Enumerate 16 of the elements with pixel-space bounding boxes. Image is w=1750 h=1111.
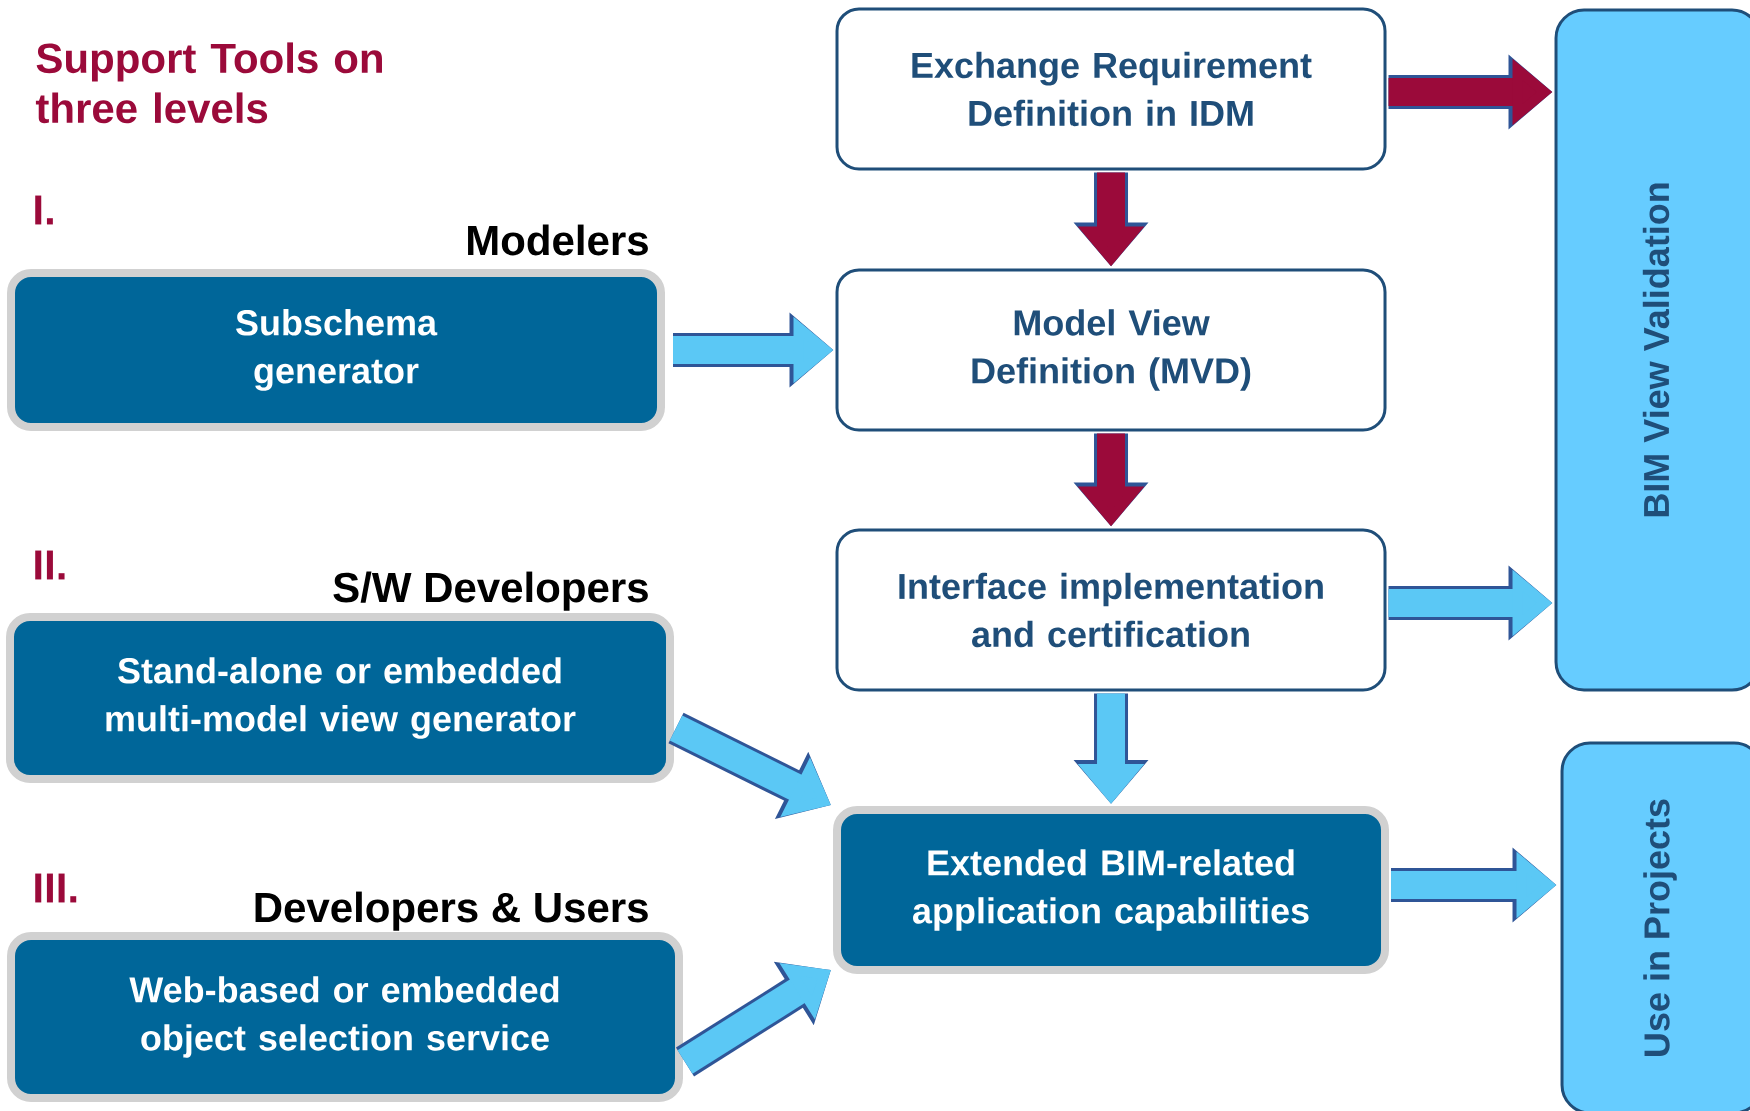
tool-box: Stand-alone or embedded multi-model view generator xyxy=(6,613,674,783)
level-heading: S/W Developers xyxy=(333,571,648,611)
title: Support Tools on three levels xyxy=(35,42,382,124)
tool-box: Web-based or embedded object selection service xyxy=(7,932,683,1102)
level-heading: Modelers xyxy=(468,224,648,256)
level-number: III. xyxy=(35,873,77,903)
process-box: Model View Definition (MVD) xyxy=(835,268,1387,432)
side-bar: Use in Projects xyxy=(1560,741,1750,1111)
process-box: Exchange Requirement Definition in IDM xyxy=(835,7,1387,171)
side-bar: BIM View Validation xyxy=(1554,8,1750,692)
tool-box: Subschema generator xyxy=(7,269,665,431)
level-number: I. xyxy=(35,195,53,225)
result-box: Extended BIM-related application capabilities xyxy=(833,806,1389,974)
process-box: Interface implementation and certification xyxy=(835,528,1387,692)
level-heading: Developers & Users xyxy=(255,891,648,931)
level-number: II. xyxy=(35,550,65,580)
